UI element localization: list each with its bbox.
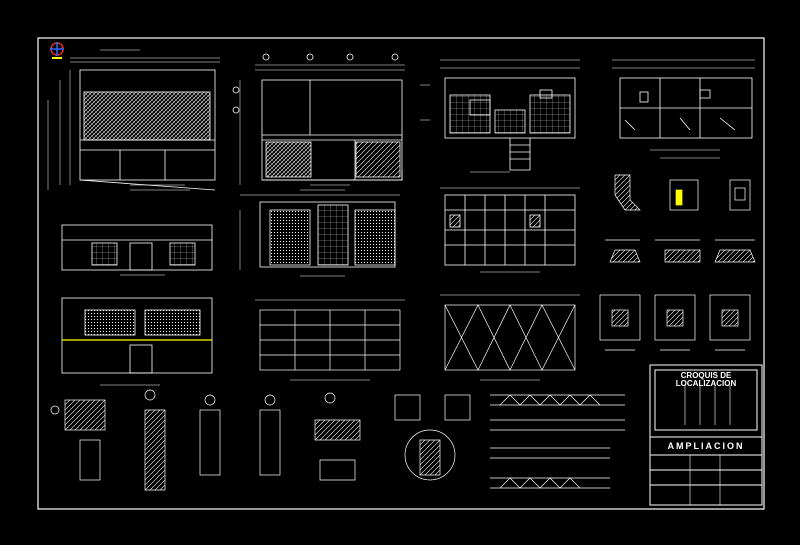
title-block bbox=[649, 364, 763, 506]
construction-details bbox=[50, 389, 625, 491]
floor-plan-1 bbox=[47, 49, 220, 191]
floor-plan-4 bbox=[612, 59, 755, 151]
elevation-2 bbox=[239, 194, 400, 277]
floor-plan-2 bbox=[232, 53, 405, 186]
logo-icon bbox=[50, 42, 64, 59]
floor-plan-3 bbox=[420, 59, 580, 171]
detail-group-top-right bbox=[605, 174, 756, 263]
title-heading-line1: CROQUIS DE bbox=[681, 371, 732, 380]
title-project-name: AMPLIACION bbox=[668, 441, 745, 451]
sheet-border bbox=[37, 37, 765, 510]
elevation-1 bbox=[61, 224, 213, 276]
plan-labels bbox=[130, 157, 720, 191]
structural-plan-1 bbox=[255, 299, 405, 381]
elevation-3 bbox=[440, 187, 580, 273]
section-1 bbox=[61, 297, 213, 386]
roof-plan bbox=[440, 294, 580, 381]
title-heading-line2: LOCALIZACION bbox=[676, 379, 737, 388]
footing-details bbox=[599, 294, 751, 351]
